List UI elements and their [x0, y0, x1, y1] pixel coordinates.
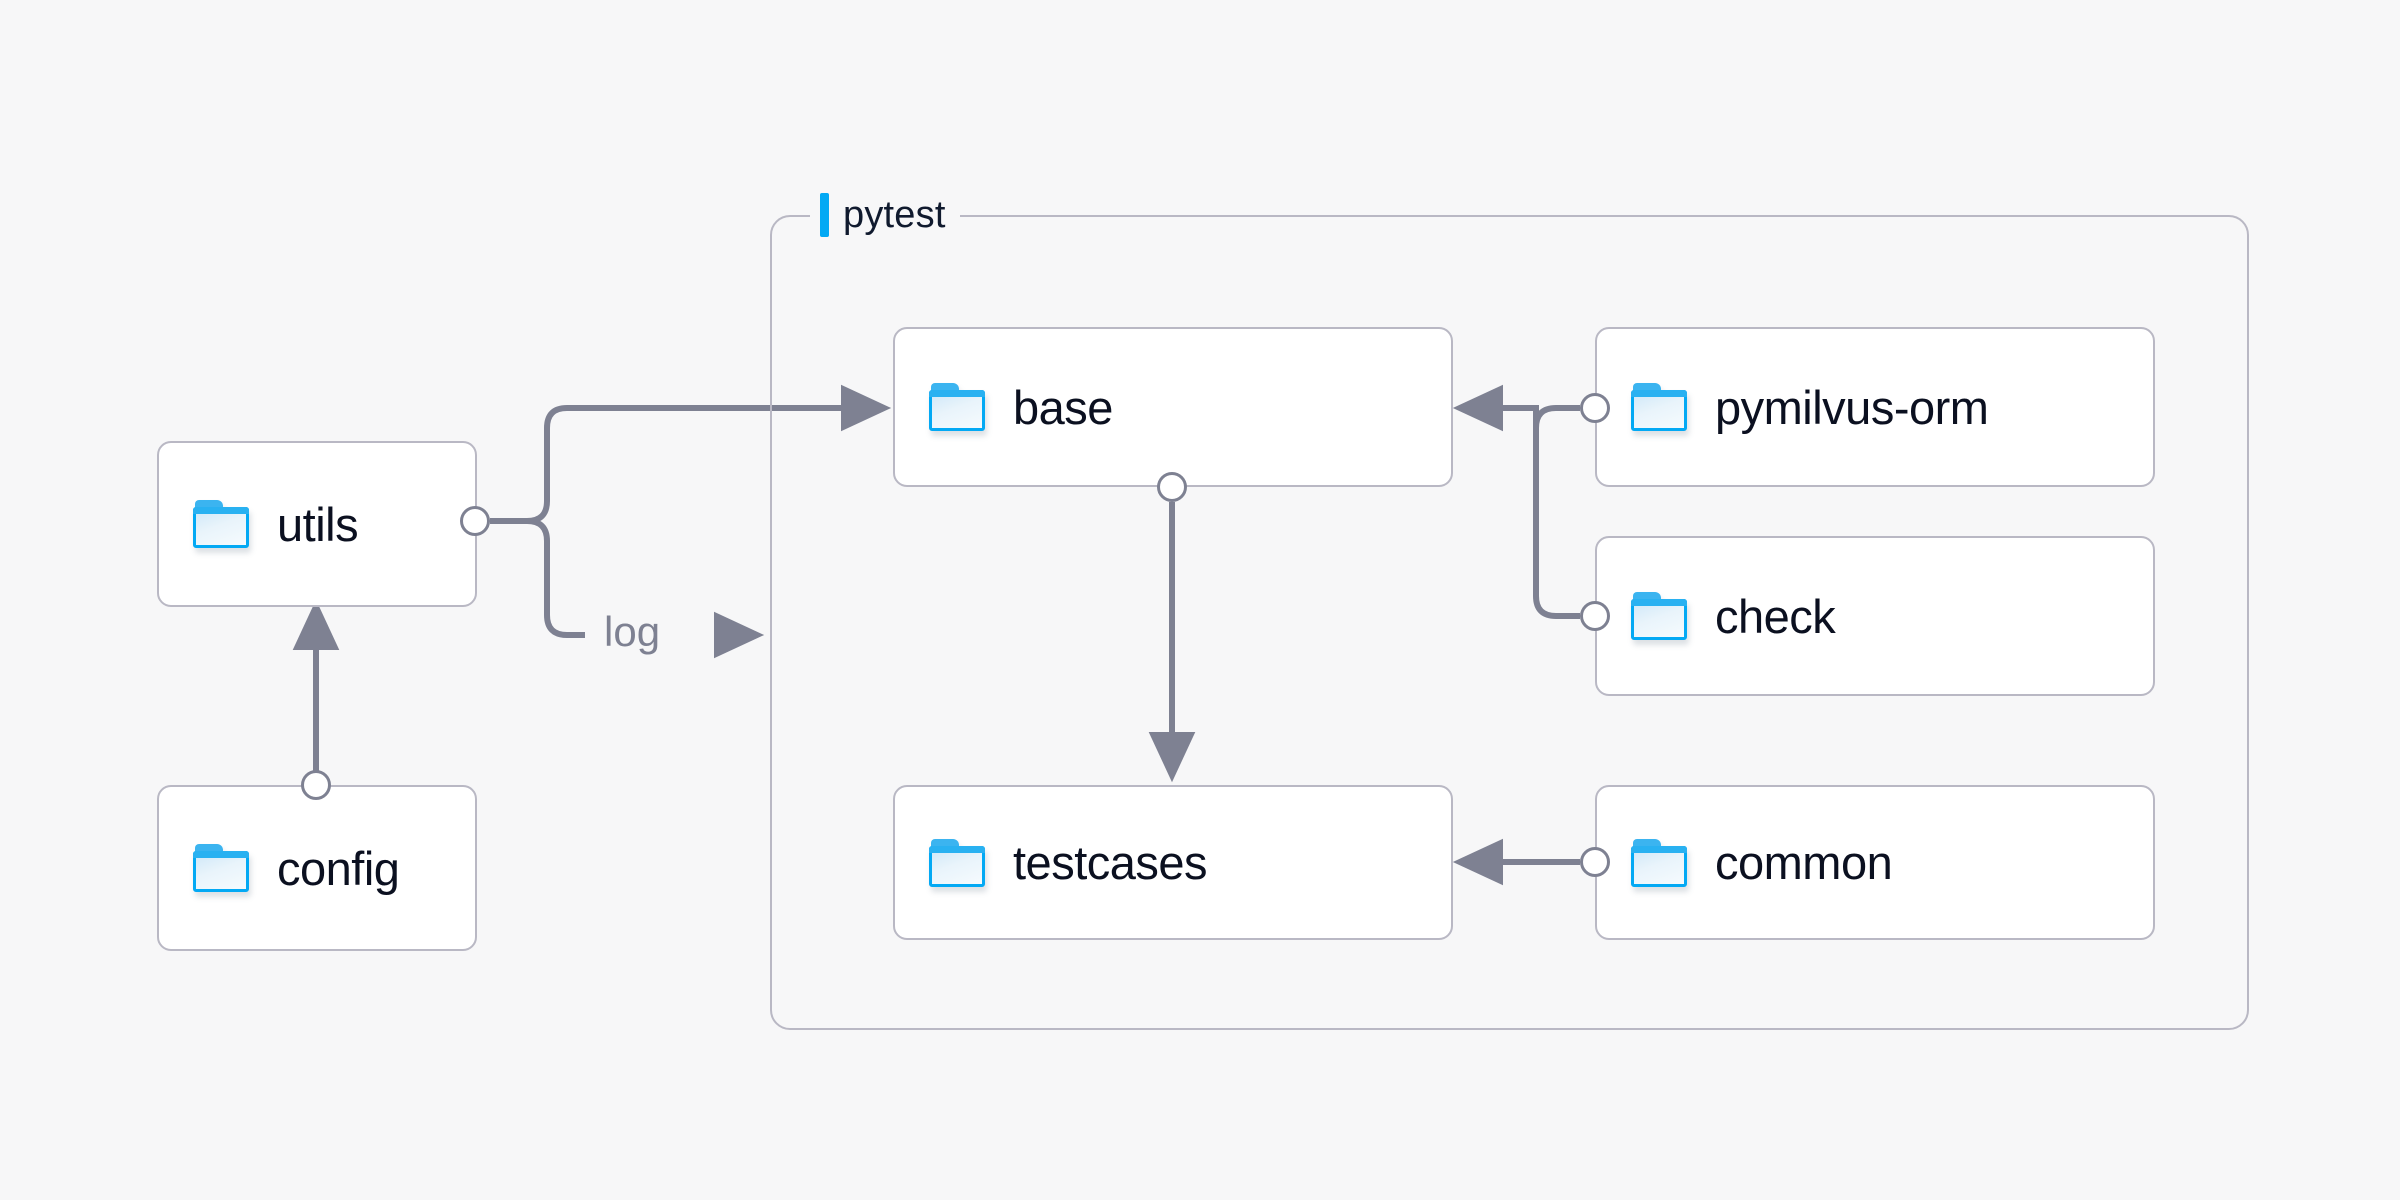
node-utils[interactable]: utils: [157, 441, 477, 607]
edge-utils-to-base: [526, 384, 892, 524]
folder-icon: [929, 838, 985, 887]
port-base-bottom[interactable]: [1157, 472, 1187, 502]
folder-icon: [929, 383, 985, 431]
port-utils-right[interactable]: [460, 506, 490, 536]
edge-utils-to-log: [526, 518, 585, 638]
group-pytest-label: pytest: [810, 193, 960, 237]
folder-icon: [1631, 838, 1687, 887]
node-testcases[interactable]: testcases: [893, 785, 1453, 940]
folder-icon: [193, 844, 249, 892]
node-common[interactable]: common: [1595, 785, 2155, 940]
node-config-label: config: [277, 841, 400, 895]
folder-icon: [1631, 383, 1687, 431]
edge-pymilvus-to-trunk: [1533, 405, 1580, 619]
port-pymilvus-orm-left[interactable]: [1580, 393, 1610, 423]
node-check[interactable]: check: [1595, 536, 2155, 696]
group-pytest: [770, 215, 2249, 1030]
folder-icon: [193, 500, 249, 548]
edge-label-log: log: [604, 608, 661, 655]
node-common-label: common: [1715, 836, 1893, 889]
node-config[interactable]: config: [157, 785, 477, 951]
group-accent-bar: [820, 193, 829, 237]
group-title: pytest: [843, 193, 946, 236]
folder-icon: [1631, 592, 1687, 640]
node-base-label: base: [1013, 380, 1113, 434]
port-check-left[interactable]: [1580, 601, 1610, 631]
port-common-left[interactable]: [1580, 847, 1610, 877]
node-check-label: check: [1715, 589, 1836, 643]
edge-trunk-to-base: [1452, 384, 1539, 432]
node-testcases-label: testcases: [1013, 836, 1208, 889]
node-pymilvus-orm[interactable]: pymilvus-orm: [1595, 327, 2155, 487]
port-config-top[interactable]: [301, 770, 331, 800]
node-pymilvus-orm-label: pymilvus-orm: [1715, 380, 1989, 434]
node-base[interactable]: base: [893, 327, 1453, 487]
node-utils-label: utils: [277, 497, 359, 551]
